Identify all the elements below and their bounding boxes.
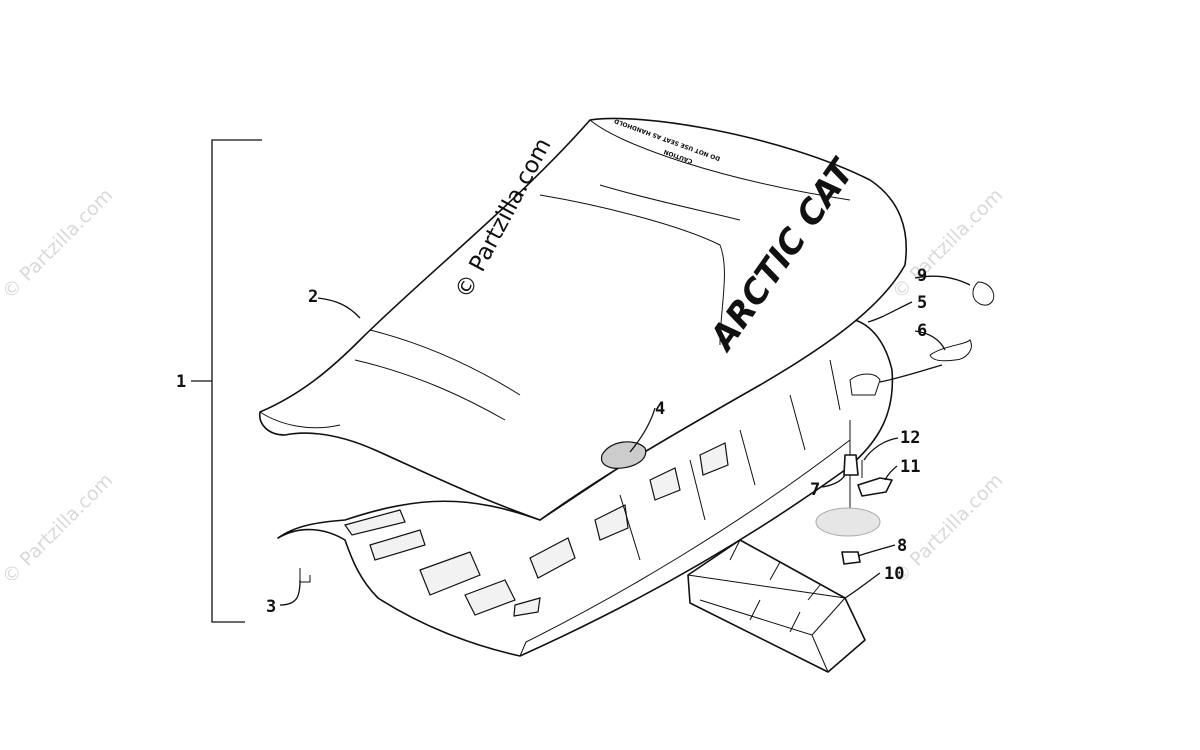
callout-1: 1 — [176, 372, 186, 392]
assembly-bracket — [191, 139, 262, 623]
leader-lines — [279, 275, 971, 606]
hardware-parts — [815, 281, 995, 565]
base-pocket-9 — [369, 529, 426, 561]
seat-base — [277, 319, 894, 657]
washer — [815, 507, 881, 537]
callout-9: 9 — [917, 266, 927, 286]
callout-11: 11 — [900, 457, 920, 477]
base-pocket-7 — [699, 442, 729, 476]
callout-4: 4 — [655, 399, 665, 419]
nut-part-8 — [841, 551, 861, 565]
base-pocket-3 — [513, 597, 541, 617]
watermark-left-top: © Partzilla.com — [0, 184, 117, 303]
callout-2: 2 — [308, 287, 318, 307]
callout-10: 10 — [884, 564, 904, 584]
base-pocket-8 — [344, 509, 406, 536]
callouts: 1 2 3 4 5 6 7 8 9 10 11 12 — [176, 266, 927, 617]
latch-part-11 — [857, 477, 893, 497]
seat-cushion: CAUTION DO NOT USE SEAT AS HANDHOLD ARCT… — [259, 117, 908, 521]
watermark-right-bottom: © Partzilla.com — [888, 469, 1007, 588]
base-pocket-2 — [464, 579, 516, 616]
base-pocket-4 — [529, 537, 576, 579]
wire-part-6 — [929, 339, 972, 362]
pad-part-4 — [600, 441, 647, 469]
base-pocket-5 — [594, 504, 629, 541]
watermark-left-bottom: © Partzilla.com — [0, 469, 117, 588]
post-part-7 — [843, 454, 859, 476]
callout-3: 3 — [266, 597, 276, 617]
callout-8: 8 — [897, 536, 907, 556]
callout-6: 6 — [917, 321, 927, 341]
base-pocket-1 — [419, 551, 481, 596]
callout-5: 5 — [917, 293, 927, 313]
callout-7: 7 — [810, 480, 820, 500]
foam-block-part-10 — [687, 539, 866, 673]
callout-12: 12 — [900, 428, 920, 448]
ring-part-9 — [972, 281, 995, 306]
base-pocket-6 — [649, 467, 681, 501]
